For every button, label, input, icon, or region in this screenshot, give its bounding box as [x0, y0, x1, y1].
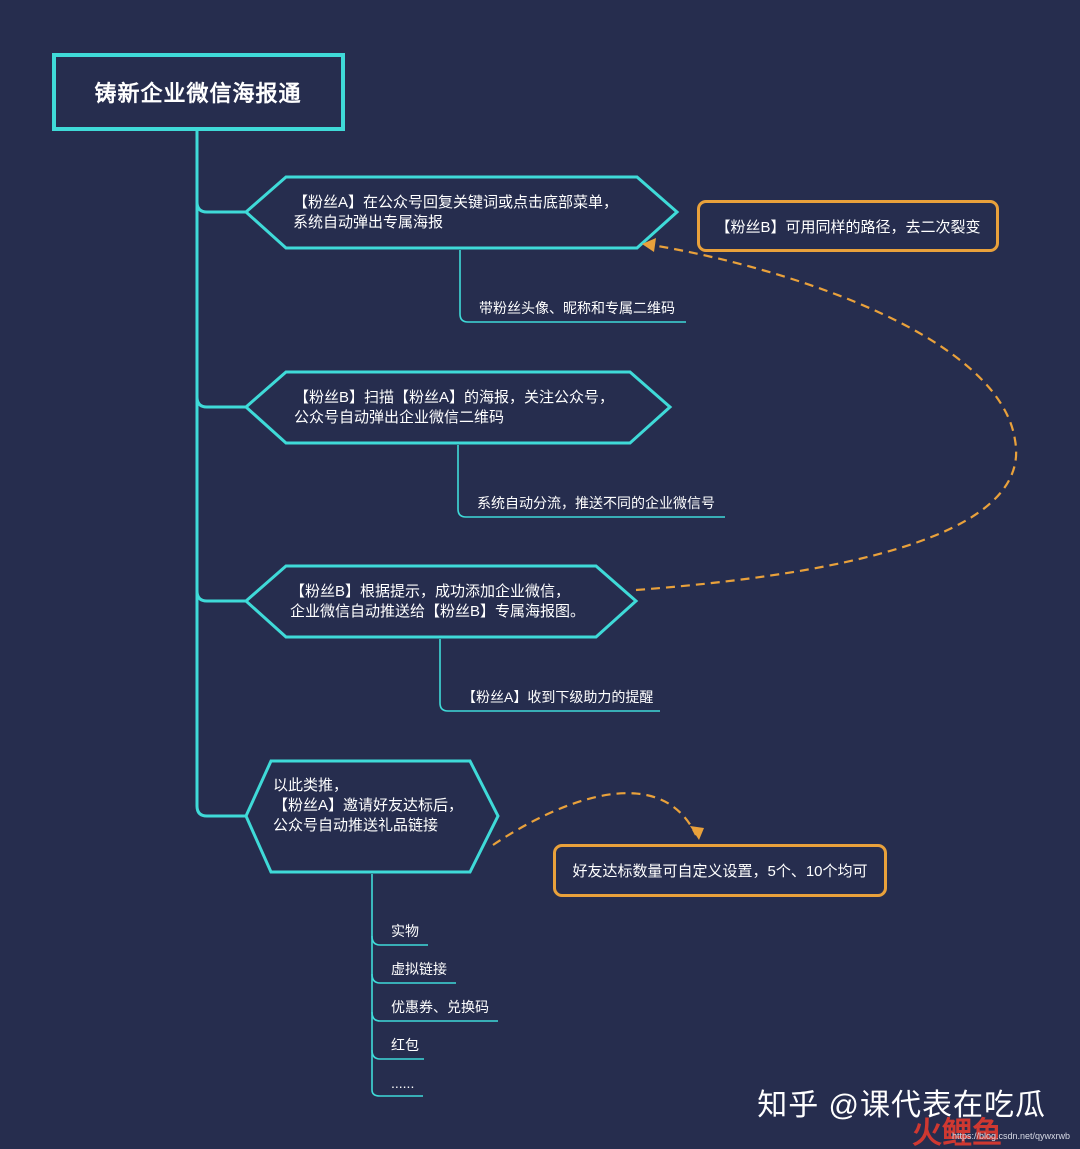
sub-line-1	[459, 250, 686, 323]
step-hexagon-1	[243, 175, 680, 250]
step-2-line-2: 公众号自动弹出企业微信二维码	[294, 409, 505, 426]
step-4-line-2: 【粉丝A】邀请好友达标后，	[273, 797, 464, 814]
sub-line-2	[457, 445, 725, 518]
zhihu-watermark: 知乎 @课代表在吃瓜	[757, 1089, 1046, 1122]
step-2-text: 【粉丝B】扫描【粉丝A】的海报，关注公众号， 公众号自动弹出企业微信二维码	[294, 388, 614, 428]
step-4-child-2: 虚拟链接	[391, 961, 447, 977]
root-box	[52, 53, 345, 131]
step-hexagon-4	[244, 759, 500, 874]
step-1-line-2: 系统自动弹出专属海报	[293, 214, 444, 231]
sub-line-3	[439, 639, 660, 712]
step-2-line-1: 【粉丝B】扫描【粉丝A】的海报，关注公众号，	[294, 389, 615, 406]
step-3-line-1: 【粉丝B】根据提示，成功添加企业微信，	[290, 583, 571, 600]
branch-line-3	[195, 590, 246, 603]
dashed-note-connector	[492, 792, 697, 846]
dashed-loop-arrowhead	[642, 238, 656, 252]
step-4-child-3: 优惠券、兑换码	[391, 999, 489, 1015]
note-threshold-setting: 好友达标数量可自定义设置，5个、10个均可	[553, 844, 887, 897]
step-4-child-4: 红包	[391, 1037, 419, 1053]
branch-line-1	[195, 201, 246, 214]
step-4-line-1: 以此类推，	[273, 777, 349, 794]
sub-line-4-b	[371, 973, 456, 984]
sub-line-4-a	[371, 935, 428, 946]
step-4-child-1: 实物	[391, 923, 419, 939]
step-1-child: 带粉丝头像、昵称和专属二维码	[479, 300, 675, 316]
url-watermark: https://blog.csdn.net/qywxrwb	[952, 1131, 1071, 1141]
step-1-line-1: 【粉丝A】在公众号回复关键词或点击底部菜单，	[293, 194, 619, 211]
dashed-note-arrowhead	[690, 826, 704, 840]
sub-line-4-trunk	[371, 874, 423, 1097]
step-hexagon-2	[243, 370, 673, 445]
logo-watermark: 火鲤鱼	[912, 1117, 1002, 1149]
dashed-loop-connector	[635, 243, 1018, 592]
step-3-text: 【粉丝B】根据提示，成功添加企业微信， 企业微信自动推送给【粉丝B】专属海报图。	[290, 582, 585, 622]
step-1-text: 【粉丝A】在公众号回复关键词或点击底部菜单， 系统自动弹出专属海报	[293, 193, 618, 233]
step-hexagon-3	[243, 564, 639, 639]
root-title: 铸新企业微信海报通	[94, 80, 302, 106]
sub-line-4-d	[371, 1049, 424, 1060]
sub-line-4-c	[371, 1011, 498, 1022]
branch-line-2	[195, 396, 246, 409]
step-3-line-2: 企业微信自动推送给【粉丝B】专属海报图。	[290, 603, 586, 620]
step-4-line-3: 公众号自动推送礼品链接	[273, 817, 439, 834]
step-4-child-5: ......	[391, 1075, 415, 1091]
trunk-line	[195, 131, 246, 818]
step-3-child: 【粉丝A】收到下级助力的提醒	[462, 689, 654, 705]
step-4-text: 以此类推， 【粉丝A】邀请好友达标后， 公众号自动推送礼品链接	[273, 776, 463, 836]
step-2-child: 系统自动分流，推送不同的企业微信号	[477, 495, 715, 511]
note-second-fission: 【粉丝B】可用同样的路径，去二次裂变	[697, 200, 999, 252]
